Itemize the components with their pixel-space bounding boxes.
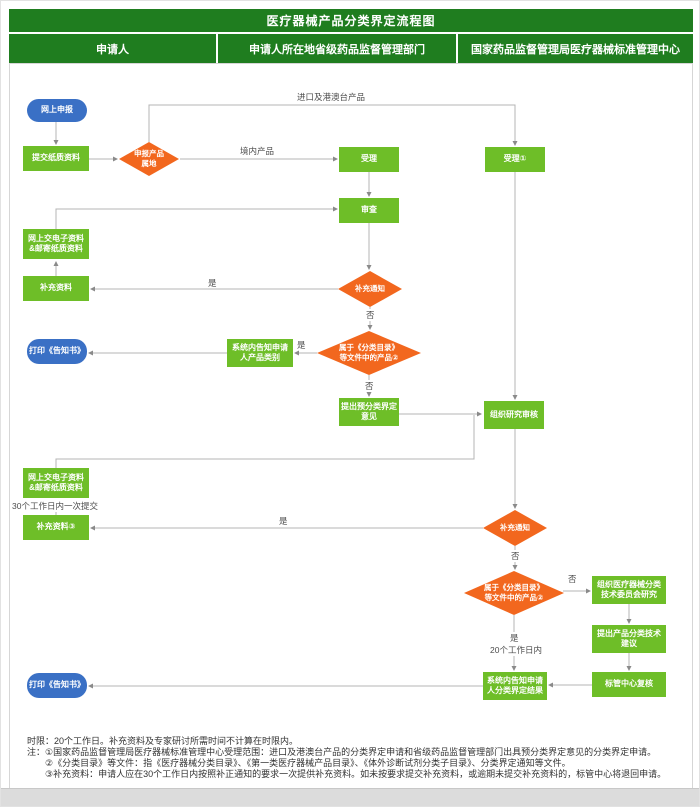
- label-import-products: 进口及港澳台产品: [297, 92, 366, 102]
- label-no-4: 否: [568, 574, 577, 584]
- node-notify-product-category: 系统内告知申请 人产品类别: [227, 339, 293, 367]
- node-committee-research: 组织医疗器械分类 技术委员会研究: [592, 576, 666, 604]
- label-within-20-days: 20个工作日内: [489, 644, 543, 656]
- label-yes-4: 是: [509, 632, 520, 644]
- label-yes-1: 是: [208, 278, 217, 288]
- label-no-2: 否: [364, 380, 375, 392]
- column-header-applicant: 申请人: [9, 34, 216, 63]
- node-accept-national: 受理①: [485, 147, 545, 172]
- node-online-application: 网上申报: [27, 99, 87, 122]
- node-print-notice-1: 打印《告知书》: [27, 339, 87, 364]
- label-no-1: 否: [365, 309, 376, 321]
- page-title: 医疗器械产品分类界定流程图: [9, 9, 693, 32]
- note-1: 注：①国家药品监督管理局医疗器械标准管理中心受理范围：进口及港澳台产品的分类界定…: [27, 747, 657, 757]
- column-header-provincial: 申请人所在地省级药品监督管理部门: [218, 34, 456, 63]
- node-submit-paper-materials: 提交纸质资料: [23, 146, 89, 171]
- note-time-limit: 时限：20个工作日。补充资料及专家研讨所需时间不计算在时限内。: [27, 736, 299, 746]
- label-no-3: 否: [510, 550, 521, 562]
- footer-strip: [1, 788, 699, 806]
- node-supplement-materials-2: 补充资料③: [23, 515, 89, 540]
- node-pre-classification-opinion: 提出预分类界定 意见: [339, 398, 399, 426]
- column-header-national: 国家药品监督管理局医疗器械标准管理中心: [458, 34, 693, 63]
- label-domestic-products: 境内产品: [240, 146, 275, 156]
- node-organize-research-review: 组织研究审核: [484, 401, 544, 429]
- note-3: ③补充资料：申请人应在30个工作日内按照补正通知的要求一次提供补充资料。如未按要…: [45, 769, 667, 779]
- node-review: 审查: [339, 198, 399, 223]
- node-notify-classification-result: 系统内告知申请 人分类界定结果: [483, 672, 547, 700]
- note-2: ②《分类目录》等文件：指《医疗器械分类目录》、《第一类医疗器械产品目录》、《体外…: [45, 758, 571, 768]
- label-submit-within-30-days: 30个工作日内一次提交: [11, 500, 99, 512]
- node-submit-e-materials-2: 网上交电子资料 &邮寄纸质资料: [23, 468, 89, 498]
- node-classification-tech-suggestion: 提出产品分类技术 建议: [592, 625, 666, 653]
- node-submit-e-materials-1: 网上交电子资料 &邮寄纸质资料: [23, 229, 89, 259]
- node-print-notice-2: 打印《告知书》: [27, 673, 87, 698]
- node-supplement-materials-1: 补充资料: [23, 276, 89, 301]
- label-yes-2: 是: [297, 340, 306, 350]
- node-center-recheck: 标管中心复核: [592, 672, 666, 697]
- node-accept-provincial: 受理: [339, 147, 399, 172]
- label-yes-3: 是: [279, 516, 288, 526]
